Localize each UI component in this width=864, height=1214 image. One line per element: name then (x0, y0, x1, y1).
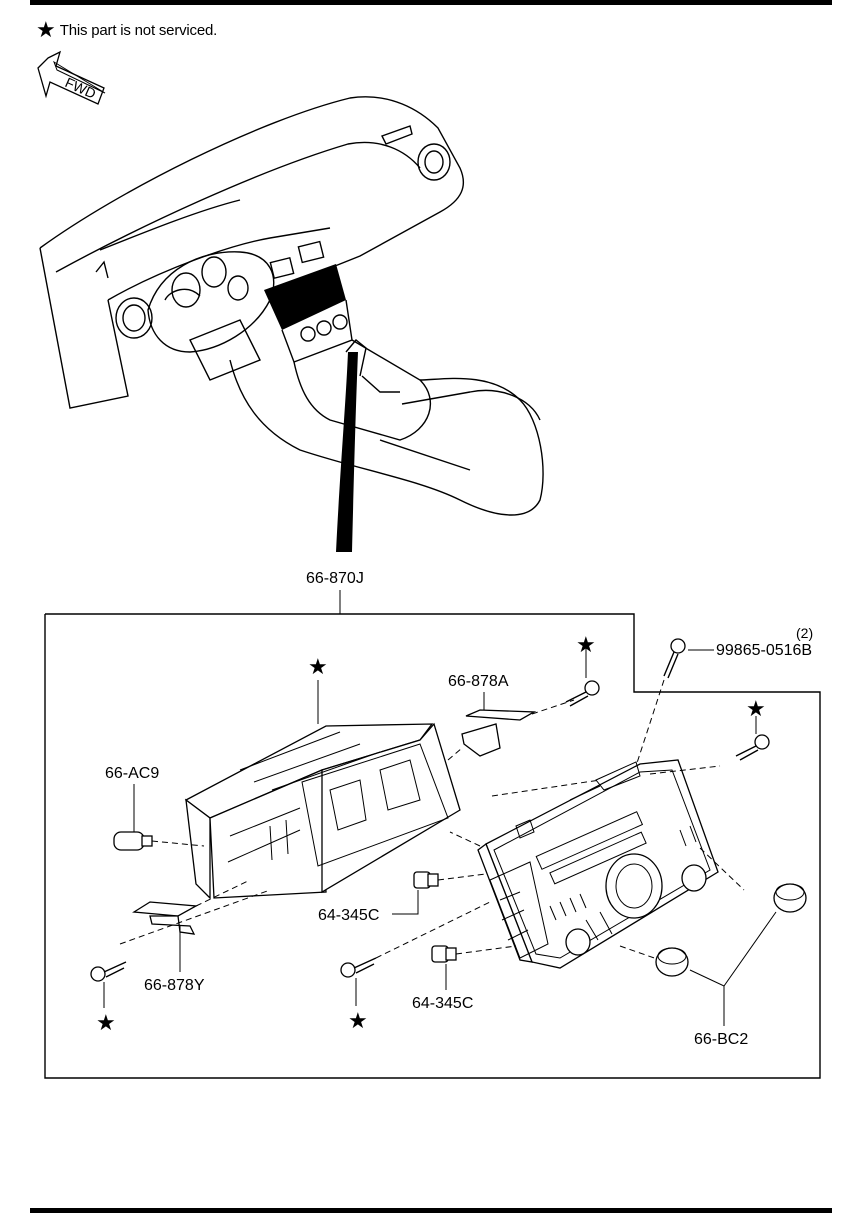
callout-66-AC9: 66-AC9 (105, 765, 159, 782)
assembly-frame: 66-870J (44, 570, 821, 1079)
radio-faceplate (449, 759, 745, 969)
top-rule (30, 0, 832, 5)
fwd-label: FWD (63, 74, 99, 102)
star-icon: ★ (576, 633, 596, 658)
bulb-66-AC9: 66-AC9 (105, 765, 205, 851)
screw-right: ★ (735, 697, 770, 761)
switch-64-345C-upper: 64-345C (318, 871, 487, 924)
star-icon: ★ (36, 17, 56, 42)
knob-66-BC2: 66-BC2 (655, 883, 807, 1048)
callout-64-345C-upper: 64-345C (318, 907, 379, 924)
star-icon: ★ (96, 1011, 116, 1036)
callout-66-870J: 66-870J (306, 570, 364, 587)
switch-64-345C-lower: 64-345C (412, 945, 517, 1012)
radio-chassis: ★ (184, 655, 461, 900)
screw-quantity: (2) (796, 625, 813, 641)
callout-99865-0516B: 99865-0516B (716, 642, 812, 659)
bottom-rule (30, 1208, 832, 1213)
callout-64-345C-lower: 64-345C (412, 995, 473, 1012)
bracket-66-878A: 66-878A ★ (447, 633, 600, 761)
legend-text: This part is not serviced. (59, 21, 218, 39)
bracket-66-878Y: 66-878Y ★ (90, 879, 271, 1036)
dashboard-illustration (39, 96, 544, 552)
star-icon: ★ (746, 697, 766, 722)
star-icon: ★ (308, 655, 328, 680)
legend: ★ This part is not serviced. (36, 19, 217, 41)
screw-99865-0516B: (2) 99865-0516B (635, 625, 813, 767)
callout-66-878A: 66-878A (448, 673, 509, 690)
screw-middle: ★ (340, 901, 491, 1034)
star-icon: ★ (348, 1009, 368, 1034)
callout-66-BC2: 66-BC2 (694, 1031, 748, 1048)
fwd-arrow-icon: FWD (37, 50, 106, 105)
callout-66-878Y: 66-878Y (144, 977, 205, 994)
